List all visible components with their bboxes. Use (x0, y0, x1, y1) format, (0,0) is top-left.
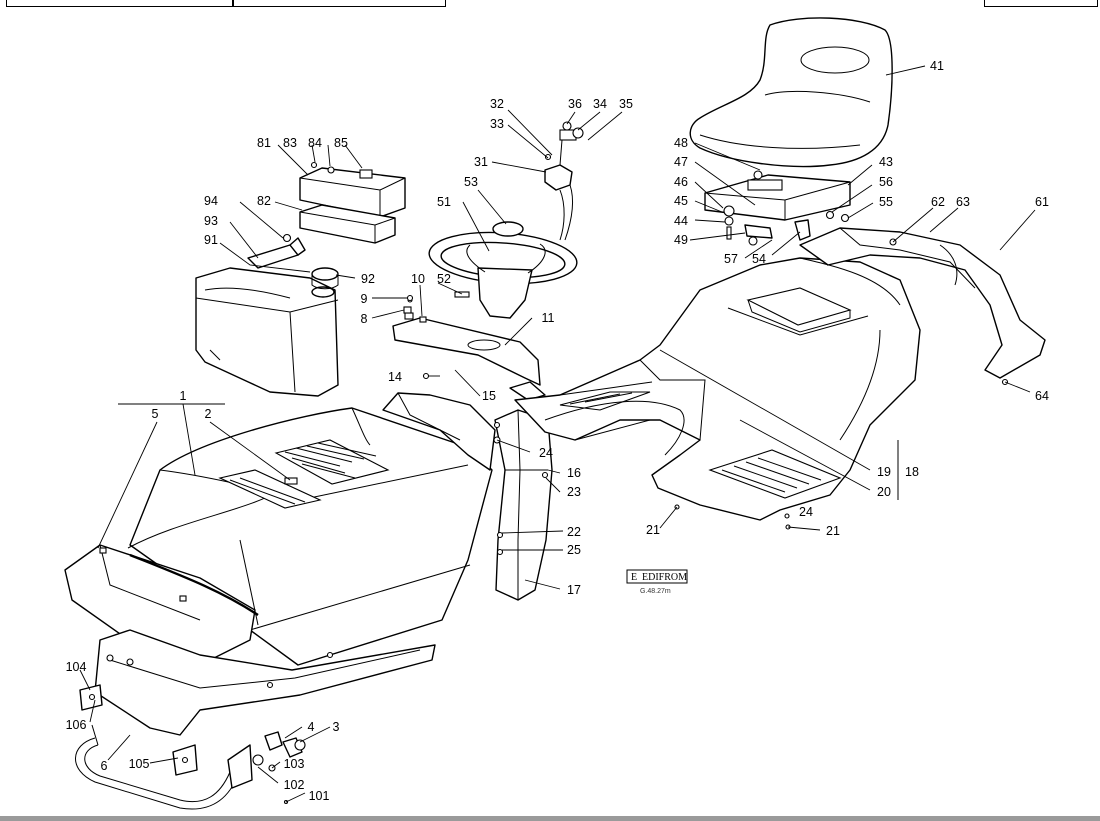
logo-name: EDIFROM (642, 572, 687, 583)
steering-column (544, 121, 584, 241)
seat (689, 17, 893, 168)
part-label: 81 (257, 136, 271, 150)
part-label: 22 (567, 525, 581, 539)
part-label: 57 (724, 252, 738, 266)
steering-support (382, 381, 553, 601)
part-label: 6 (101, 759, 108, 773)
part-label: 18 (905, 465, 919, 479)
part-label: 105 (129, 757, 150, 771)
part-label: 32 (490, 97, 504, 111)
part-label: 10 (411, 272, 425, 286)
part-label: 94 (204, 194, 218, 208)
top-frame (0, 0, 1100, 8)
part-label: 2 (205, 407, 212, 421)
front-grille (64, 544, 259, 661)
part-label: 83 (283, 136, 297, 150)
part-label: 17 (567, 583, 581, 597)
part-label: 106 (66, 718, 87, 732)
part-label: 4 (308, 720, 315, 734)
part-label: 48 (674, 136, 688, 150)
top-frame-cell (232, 0, 446, 7)
part-label: 43 (879, 155, 893, 169)
rear-fender (799, 227, 1046, 386)
part-label: 33 (490, 117, 504, 131)
lower-front-panel (94, 629, 436, 736)
seat-bracket (704, 170, 851, 221)
part-label: 45 (674, 194, 688, 208)
footboard-body (514, 257, 921, 530)
part-label: 53 (464, 175, 478, 189)
part-label: 54 (752, 252, 766, 266)
part-label: 5 (152, 407, 159, 421)
part-label: 62 (931, 195, 945, 209)
part-label: 55 (879, 195, 893, 209)
part-label: 23 (567, 485, 581, 499)
part-label: 41 (930, 59, 944, 73)
part-label: 19 (877, 465, 891, 479)
part-label: 104 (66, 660, 87, 674)
part-label: 31 (474, 155, 488, 169)
part-label: 1 (180, 389, 187, 403)
logo-letter: E (631, 572, 637, 583)
part-label: 14 (388, 370, 402, 384)
part-label: 47 (674, 155, 688, 169)
part-label: 49 (674, 233, 688, 247)
part-label: 101 (309, 789, 330, 803)
top-frame-cell (6, 0, 234, 7)
part-label: 21 (826, 524, 840, 538)
part-label: 44 (674, 214, 688, 228)
part-label: 93 (204, 214, 218, 228)
part-label: 82 (257, 194, 271, 208)
fuel-tank (195, 267, 339, 397)
part-label: 25 (567, 543, 581, 557)
front-brackets (79, 684, 289, 805)
part-label: 84 (308, 136, 322, 150)
part-label: 24 (799, 505, 813, 519)
edifrom-logo (626, 569, 688, 584)
part-label: 61 (1035, 195, 1049, 209)
part-label: 85 (334, 136, 348, 150)
part-label: 64 (1035, 389, 1049, 403)
logo-code: G.48.27m (640, 588, 671, 595)
part-label: 3 (333, 720, 340, 734)
part-label: 103 (284, 757, 305, 771)
part-label: 51 (437, 195, 451, 209)
part-label: 15 (482, 389, 496, 403)
part-label: 16 (567, 466, 581, 480)
part-label: 91 (204, 233, 218, 247)
part-label: 63 (956, 195, 970, 209)
part-label: 56 (879, 175, 893, 189)
seat-hardware (723, 205, 850, 246)
part-label: 36 (568, 97, 582, 111)
part-label: 24 (539, 446, 553, 460)
battery-bracket (247, 233, 306, 269)
part-label: 34 (593, 97, 607, 111)
dash-panel (392, 297, 541, 386)
hood-bolt (264, 731, 306, 758)
part-label: 52 (437, 272, 451, 286)
part-label: 102 (284, 778, 305, 792)
bottom-bar (0, 816, 1100, 821)
part-label: 9 (361, 292, 368, 306)
part-label: 11 (542, 311, 555, 325)
part-label: 8 (361, 312, 368, 326)
part-label: 20 (877, 485, 891, 499)
part-label: 92 (361, 272, 375, 286)
top-frame-cell (984, 0, 1098, 7)
battery-cover (299, 161, 406, 244)
part-label: 35 (619, 97, 633, 111)
part-label: 46 (674, 175, 688, 189)
part-label: 21 (646, 523, 660, 537)
steering-wheel (428, 221, 578, 319)
part-labels: 1 2 3 4 5 6 8 9 10 11 14 15 16 17 18 19 … (66, 59, 1049, 803)
